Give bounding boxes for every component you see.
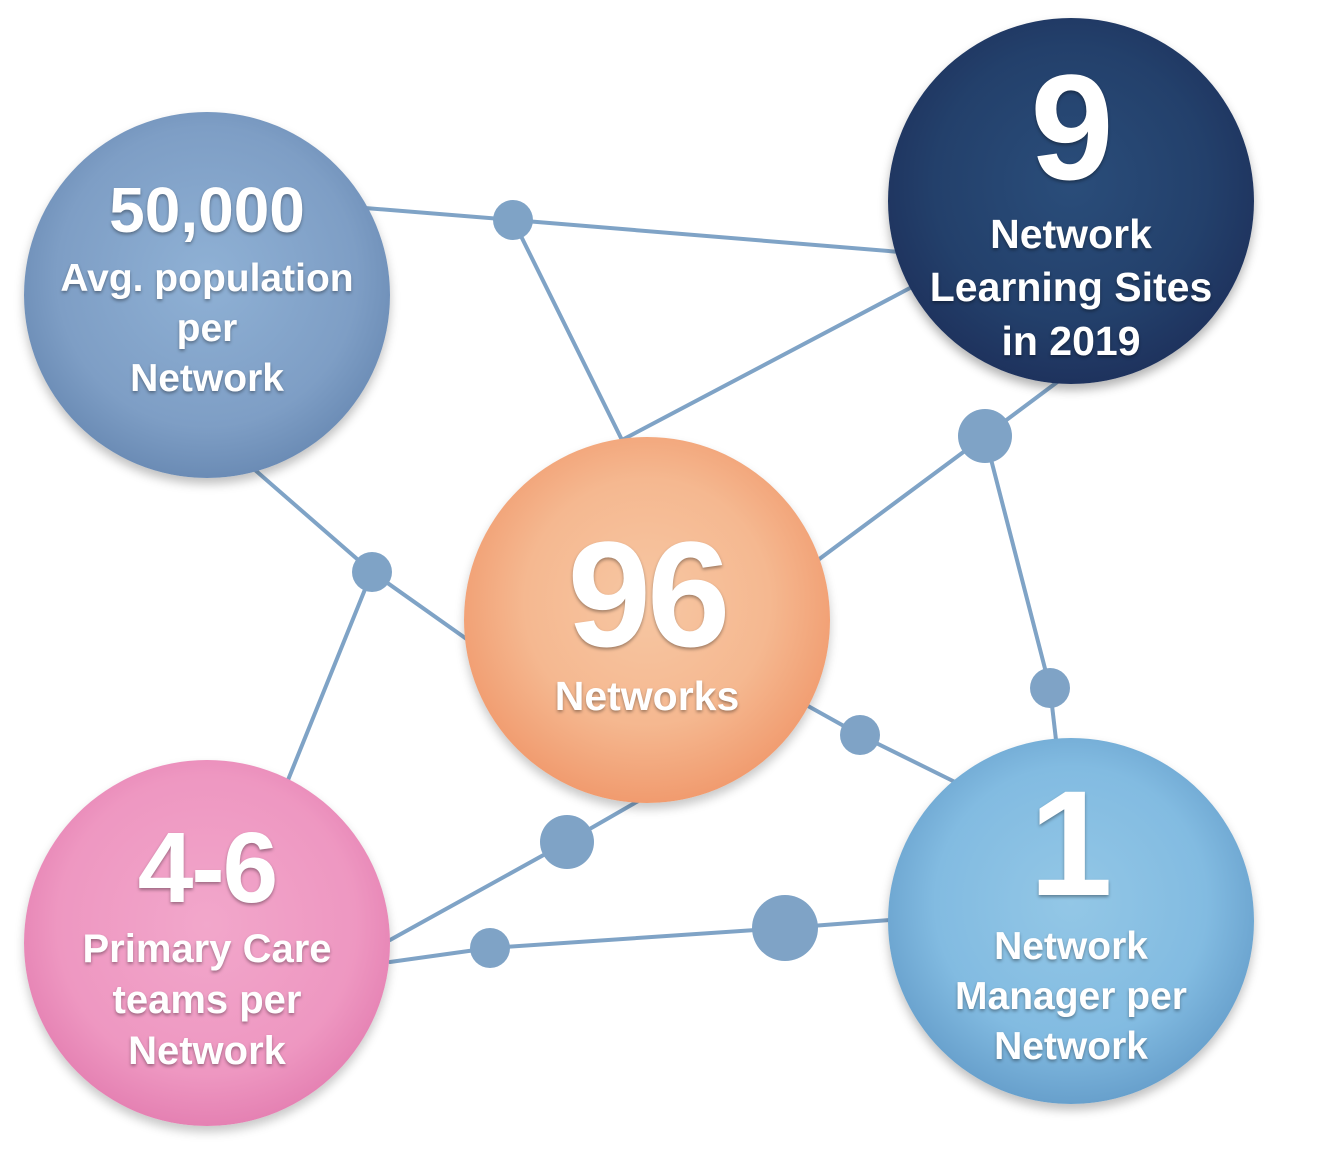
connector-dot	[1030, 668, 1070, 708]
population-label-line: per	[176, 306, 238, 350]
primary-care-teams-label-line: Network	[128, 1029, 286, 1074]
connector-line	[286, 570, 374, 782]
connector-line	[388, 840, 569, 942]
network-manager-value: 1	[1029, 759, 1113, 927]
primary-care-teams-bubble: 4-6 Primary Care teams per Network	[24, 760, 390, 1126]
population-label-line: Avg. population	[60, 257, 354, 300]
connector-dot	[752, 895, 818, 961]
learning-sites-value: 9	[1030, 43, 1113, 211]
primary-care-teams-label-line: Primary Care	[82, 927, 332, 971]
connector-dot	[352, 552, 392, 592]
connector-dot	[840, 715, 880, 755]
connector-line	[253, 468, 374, 574]
connector-dot	[958, 409, 1012, 463]
connector-line	[983, 434, 1052, 690]
population-label-line: Network	[130, 356, 284, 400]
connector-dot	[493, 200, 533, 240]
population-value: 50,000	[109, 174, 305, 246]
network-manager-bubble: 1 Network Manager per Network	[888, 738, 1254, 1104]
connector-line	[620, 286, 912, 442]
learning-sites-label-line: Learning Sites	[929, 264, 1213, 311]
primary-care-teams-label-line: teams per	[112, 978, 302, 1023]
connector-line	[511, 218, 624, 442]
networks-label: Networks	[554, 673, 740, 719]
primary-care-teams-value: 4-6	[137, 812, 279, 924]
network-manager-label-line: Manager per	[955, 974, 1187, 1018]
connector-line	[488, 926, 787, 950]
learning-sites-bubble: 9 Network Learning Sites in 2019	[888, 18, 1254, 384]
population-bubble: 50,000 Avg. population per Network	[24, 112, 390, 478]
connector-line	[816, 434, 987, 562]
connector-dot	[540, 815, 594, 869]
connector-line	[511, 218, 902, 254]
learning-sites-label-line: in 2019	[1001, 317, 1141, 364]
connector-dots	[352, 200, 1070, 968]
connector-line	[363, 206, 515, 222]
connector-dot	[470, 928, 510, 968]
learning-sites-label-line: Network	[990, 211, 1152, 257]
network-manager-label-line: Network	[994, 1024, 1148, 1068]
network-manager-label-line: Network	[994, 925, 1148, 968]
networks-bubble: 96 Networks	[464, 437, 830, 803]
networks-value: 96	[567, 510, 731, 678]
